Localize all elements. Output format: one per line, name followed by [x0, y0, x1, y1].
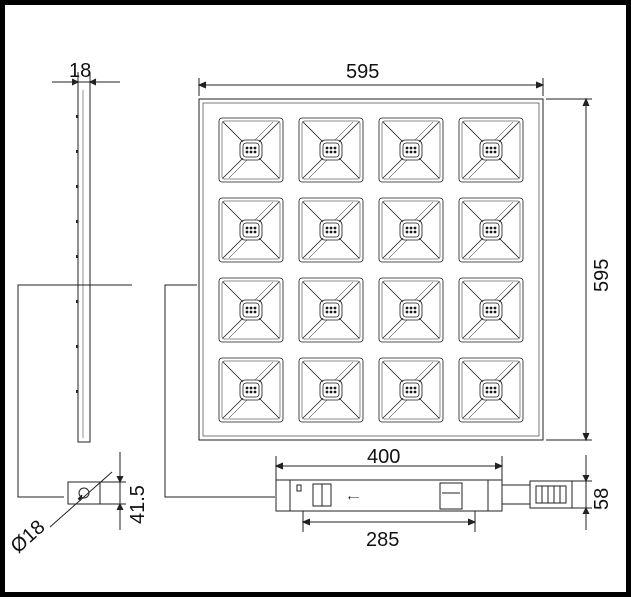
side-profile-view — [52, 72, 120, 443]
connector-line — [164, 284, 275, 498]
profile-dots — [76, 115, 78, 393]
dim-clip-diameter: Ø18 — [7, 516, 50, 558]
led-module — [298, 117, 364, 183]
dim-clip-offset: 41.5 — [127, 485, 149, 524]
led-module — [298, 197, 364, 263]
led-module — [218, 277, 284, 343]
led-module — [218, 117, 284, 183]
dim-panel-height: 595 — [591, 259, 613, 292]
led-module — [218, 197, 284, 263]
driver-connector — [501, 484, 531, 505]
dim-driver-length: 400 — [367, 446, 400, 468]
led-module — [218, 357, 284, 423]
panel-frame — [198, 98, 544, 441]
profile-body — [77, 81, 91, 443]
panel-front-view — [197, 78, 592, 442]
svg-text:⟵: ⟵ — [348, 493, 360, 502]
led-module — [458, 117, 524, 183]
clip-body — [67, 481, 101, 505]
led-module — [458, 277, 524, 343]
dim-profile-thickness: 18 — [69, 60, 91, 82]
led-module — [378, 197, 444, 263]
led-module — [378, 117, 444, 183]
led-module — [298, 357, 364, 423]
dim-panel-width: 595 — [346, 61, 379, 83]
dim-driver-height: 58 — [591, 488, 613, 510]
driver-view: ⟵ — [274, 455, 592, 532]
led-module-grid — [218, 117, 524, 423]
led-module — [298, 277, 364, 343]
clip-detail — [17, 284, 132, 530]
led-module — [458, 197, 524, 263]
dim-driver-mount-spacing: 285 — [366, 529, 399, 551]
led-module — [378, 357, 444, 423]
led-module — [378, 277, 444, 343]
led-module — [458, 357, 524, 423]
driver-body — [275, 479, 503, 512]
